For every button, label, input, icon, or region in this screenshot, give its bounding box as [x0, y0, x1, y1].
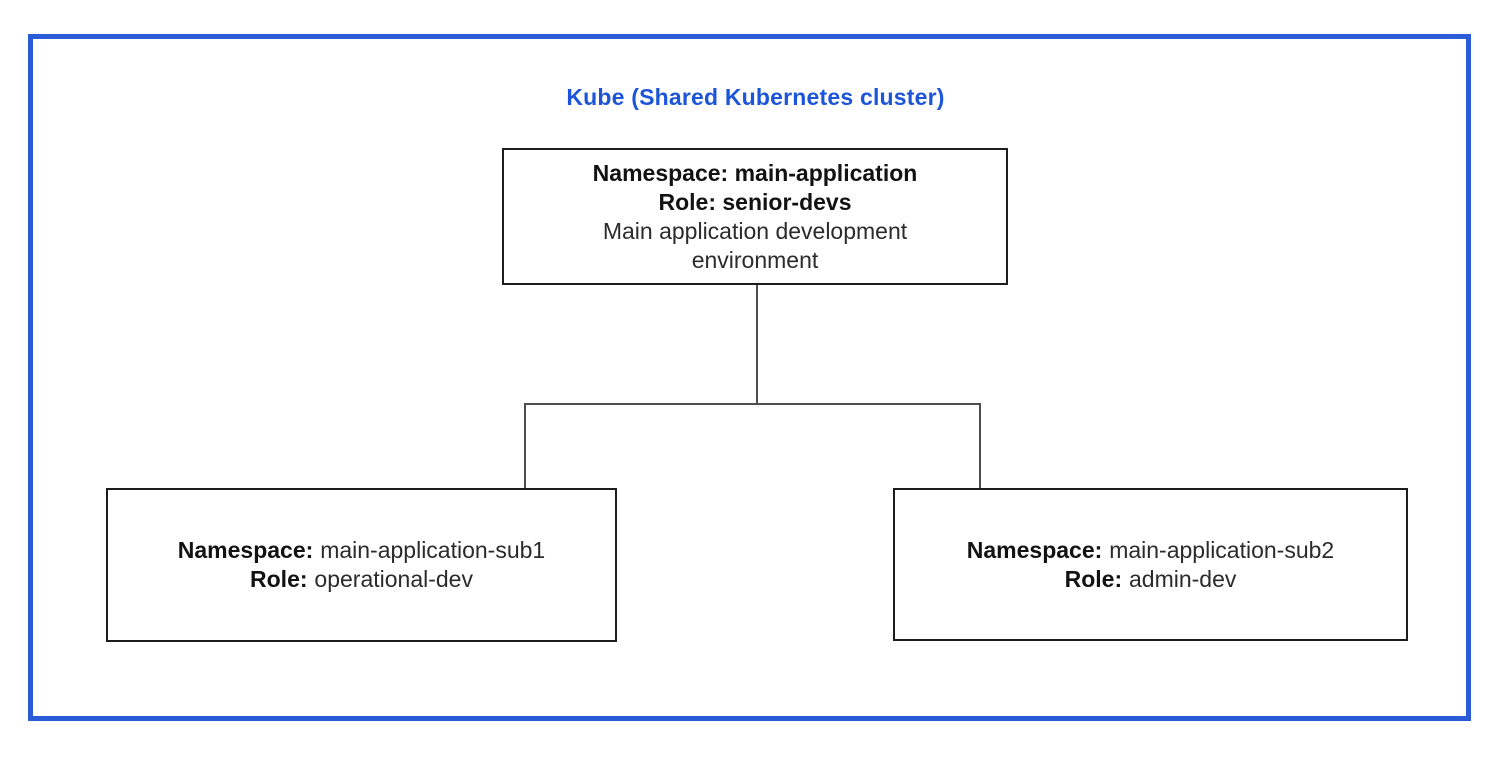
connector-right-drop: [979, 403, 981, 489]
child-node-sub1: Namespace:main-application-sub1 Role:ope…: [106, 488, 617, 642]
child-node-sub2-namespace-line: Namespace:main-application-sub2: [967, 536, 1334, 565]
role-label: Role:: [1064, 565, 1123, 592]
child-node-sub2: Namespace:main-application-sub2 Role:adm…: [893, 488, 1408, 641]
connector-root-stem: [756, 285, 758, 404]
namespace-value: main-application-sub1: [320, 537, 546, 563]
role-label: Role:: [250, 566, 308, 592]
root-node-description: Main application development environment: [602, 217, 908, 273]
root-node: Namespace: main-application Role: senior…: [502, 148, 1008, 285]
namespace-label: Namespace:: [966, 536, 1103, 563]
role-value: operational-dev: [314, 566, 473, 592]
root-node-namespace-line: Namespace: main-application: [592, 159, 918, 186]
child-node-sub1-role-line: Role:operational-dev: [250, 565, 473, 594]
namespace-label: Namespace:: [177, 537, 314, 563]
cluster-title: Kube (Shared Kubernetes cluster): [566, 84, 945, 110]
child-node-sub2-role-line: Role:admin-dev: [1065, 565, 1237, 594]
connector-left-drop: [524, 403, 526, 489]
connector-horizontal: [524, 403, 981, 405]
role-value: admin-dev: [1129, 565, 1237, 592]
root-node-role-line: Role: senior-devs: [658, 188, 852, 215]
child-node-sub1-namespace-line: Namespace:main-application-sub1: [178, 536, 545, 565]
namespace-value: main-application-sub2: [1109, 536, 1335, 563]
